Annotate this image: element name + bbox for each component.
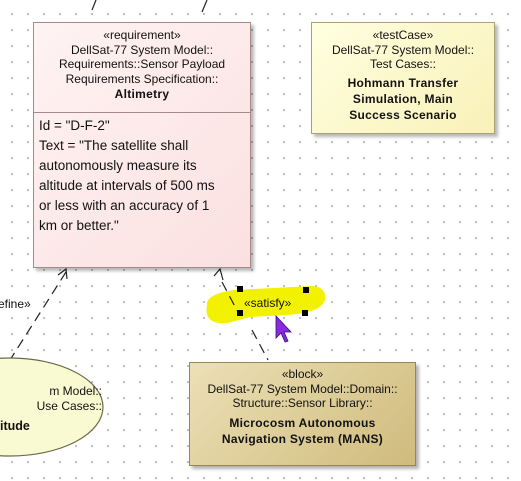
refine-arrowhead <box>57 267 68 280</box>
requirement-name: Altimetry <box>114 87 170 101</box>
top-connector-right[interactable] <box>201 0 208 13</box>
selection-handle-bottom-left[interactable] <box>237 310 243 316</box>
selection-handle-top-left[interactable] <box>237 286 243 292</box>
refine-connector[interactable] <box>9 271 67 361</box>
requirement-header: «requirement» DellSat-77 System Model:: … <box>34 23 250 113</box>
block-box[interactable]: «block» DellSat-77 System Model::Domain:… <box>189 362 416 466</box>
use-case-name: itude <box>0 419 30 433</box>
satisfy-connector-lower[interactable] <box>251 329 269 361</box>
requirement-text-5: km or better." <box>39 218 119 233</box>
satisfy-highlight <box>206 286 326 324</box>
test-case-name-3: Success Scenario <box>349 107 457 122</box>
block-name-2: Navigation System (MANS) <box>221 431 384 446</box>
requirement-stereotype: «requirement» <box>103 28 181 42</box>
test-case-path-1: DellSat-77 System Model:: <box>331 42 475 57</box>
requirement-path-3: Requirements Specification:: <box>65 71 219 86</box>
requirement-text-3: altitude at intervals of 500 ms <box>39 178 215 193</box>
use-case-text: m Model:: Use Cases:: itude <box>0 384 102 436</box>
requirement-text-4: or less with an accuracy of 1 <box>39 198 210 213</box>
use-case-path-2: Use Cases:: <box>36 398 102 413</box>
refine-label: efine» <box>0 297 31 311</box>
selection-handle-top-right[interactable] <box>303 287 309 293</box>
requirement-text-1: Text = "The satellite shall <box>39 138 189 153</box>
requirement-id: Id = "D-F-2" <box>39 118 110 133</box>
satisfy-label[interactable]: «satisfy» <box>244 296 292 310</box>
block-path-1: DellSat-77 System Model::Domain:: <box>207 381 398 396</box>
test-case-box[interactable]: «testCase» DellSat-77 System Model:: Tes… <box>311 22 495 134</box>
use-case-path-1: m Model:: <box>49 384 102 398</box>
satisfy-arrowhead <box>213 267 224 281</box>
block-name-1: Microcosm Autonomous <box>229 415 376 430</box>
requirement-path-1: DellSat-77 System Model:: <box>70 42 214 57</box>
test-case-name-1: Hohmann Transfer <box>347 75 459 90</box>
test-case-stereotype: «testCase» <box>372 28 434 42</box>
requirement-path-2: Requirements::Sensor Payload <box>58 57 226 71</box>
requirement-compartment: Id = "D-F-2" Text = "The satellite shall… <box>34 113 250 239</box>
test-case-path-2: Test Cases:: <box>369 57 437 71</box>
test-case-name-2: Simulation, Main <box>352 91 454 106</box>
top-connector-left[interactable] <box>91 0 97 11</box>
selection-handle-bottom-right[interactable] <box>302 310 308 316</box>
block-stereotype: «block» <box>281 367 324 381</box>
mouse-cursor-icon <box>275 314 292 343</box>
block-path-2: Structure::Sensor Library:: <box>232 396 373 410</box>
requirement-text-2: autonomously measure its <box>39 158 197 173</box>
use-case-ellipse[interactable] <box>0 357 104 457</box>
requirement-box[interactable]: «requirement» DellSat-77 System Model:: … <box>33 22 251 268</box>
